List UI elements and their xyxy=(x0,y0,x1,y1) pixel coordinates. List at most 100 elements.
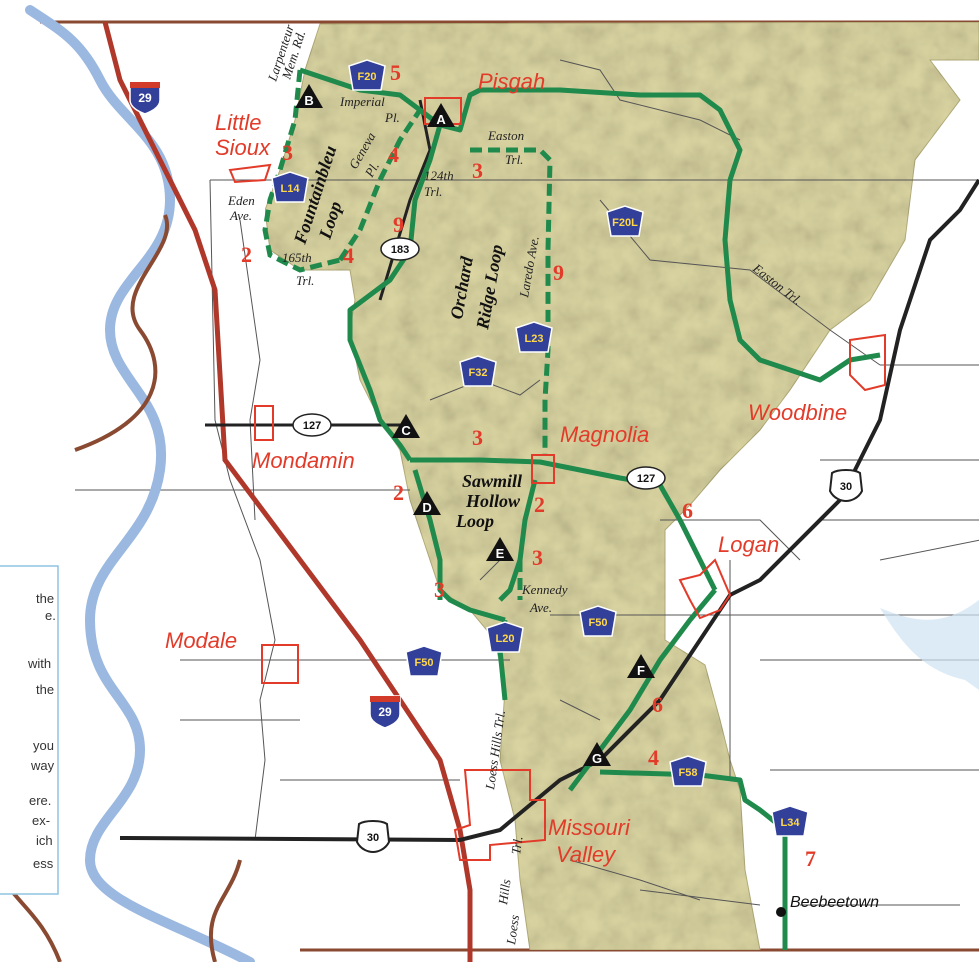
point-e-marker[interactable]: E xyxy=(486,537,514,561)
svg-text:A: A xyxy=(436,112,446,127)
legend-text: ich xyxy=(36,833,53,848)
legend-text: ess xyxy=(33,856,54,871)
segment-distance: 4 xyxy=(648,745,659,770)
town-sioux: Sioux xyxy=(215,135,271,160)
svg-text:L14: L14 xyxy=(281,183,301,195)
svg-text:D: D xyxy=(422,500,431,515)
road-loess-bottom: Loess xyxy=(503,914,522,946)
svg-text:183: 183 xyxy=(391,244,409,256)
shield-f50-east: F50 xyxy=(579,605,617,637)
route-127-marker-east: 127 xyxy=(626,466,666,490)
beebeetown-dot xyxy=(776,907,786,917)
legend-text: you xyxy=(33,738,54,753)
svg-text:F32: F32 xyxy=(469,367,488,379)
segment-distance: 3 xyxy=(282,140,293,165)
town-logan: Logan xyxy=(718,532,779,557)
road-eden-ave: Ave. xyxy=(229,208,252,223)
shield-f58: F58 xyxy=(669,755,707,787)
svg-text:F50: F50 xyxy=(589,617,608,629)
legend-text: with xyxy=(27,656,51,671)
road-loess-hills-lower-1: Hills xyxy=(495,878,514,906)
loop-sawmill-line1: Sawmill xyxy=(462,471,522,491)
point-g-marker[interactable]: G xyxy=(583,742,611,766)
legend-text: the xyxy=(36,591,54,606)
road-geneva-pl: Pl. xyxy=(361,159,382,180)
route-183-marker: 183 xyxy=(380,237,420,261)
scenic-route-dashed xyxy=(262,69,553,600)
svg-text:C: C xyxy=(401,423,411,438)
shield-l20: L20 xyxy=(486,621,524,653)
road-124th-trl: Trl. xyxy=(424,184,442,199)
svg-text:G: G xyxy=(592,751,602,766)
shield-l34: L34 xyxy=(771,805,809,837)
town-valley: Valley xyxy=(556,842,617,867)
town-woodbine: Woodbine xyxy=(748,400,847,425)
point-a-marker[interactable]: A xyxy=(427,103,455,127)
svg-text:L23: L23 xyxy=(525,333,544,345)
legend-text: ex- xyxy=(32,813,50,828)
road-imperial-pl: Pl. xyxy=(384,110,400,125)
shield-f50-west: F50 xyxy=(405,645,443,677)
shield-f32: F32 xyxy=(459,355,497,387)
town-beebeetown: Beebeetown xyxy=(790,894,879,911)
segment-distance: 3 xyxy=(472,425,483,450)
svg-text:L20: L20 xyxy=(496,633,515,645)
segment-distance: 3 xyxy=(434,577,445,602)
point-f-marker[interactable]: F xyxy=(627,654,655,678)
svg-text:127: 127 xyxy=(637,473,655,485)
segment-distance: 5 xyxy=(390,60,401,85)
interstate-29-highway xyxy=(102,21,473,962)
town-missouri: Missouri xyxy=(548,815,631,840)
town-magnolia: Magnolia xyxy=(560,422,649,447)
missouri-river xyxy=(25,5,255,962)
svg-text:F50: F50 xyxy=(415,657,434,669)
svg-text:L34: L34 xyxy=(781,817,801,829)
road-easton-trl: Trl. xyxy=(505,152,523,167)
shield-l14: L14 xyxy=(271,171,309,203)
shield-f20l: F20L xyxy=(606,205,644,237)
secondary-roads xyxy=(75,59,979,906)
legend-box: the e. with the you way ere. ex- ich ess xyxy=(0,565,59,895)
svg-text:E: E xyxy=(496,546,505,561)
town-outlines xyxy=(228,97,886,861)
segment-distance: 3 xyxy=(532,545,543,570)
legend-text: ere. xyxy=(29,793,51,808)
point-d-marker[interactable]: D xyxy=(413,491,441,515)
segment-distance: 9 xyxy=(393,212,404,237)
route-127-marker-west: 127 xyxy=(292,413,332,437)
point-b-marker[interactable]: B xyxy=(295,84,323,108)
legend-text: e. xyxy=(45,608,56,623)
road-165th-trl: Trl. xyxy=(296,273,314,288)
svg-text:B: B xyxy=(304,93,313,108)
road-kennedy-ave: Ave. xyxy=(529,600,552,615)
svg-text:30: 30 xyxy=(840,481,852,493)
segment-distance: 4 xyxy=(343,243,354,268)
town-modale: Modale xyxy=(165,628,237,653)
segment-distance: 2 xyxy=(534,492,545,517)
us-30-shield-west: 30 xyxy=(355,820,391,854)
shield-f20: F20 xyxy=(348,59,386,91)
segment-distance: 6 xyxy=(682,498,693,523)
shield-l23: L23 xyxy=(515,321,553,353)
segment-distance: 7 xyxy=(805,846,816,871)
road-loess-hills-lower-2: Trl. xyxy=(508,835,525,855)
town-little: Little xyxy=(215,110,261,135)
svg-text:30: 30 xyxy=(367,832,379,844)
state-183-road xyxy=(378,99,432,301)
loess-hills-terrain xyxy=(264,21,979,951)
point-c-marker[interactable]: C xyxy=(392,414,420,438)
road-easton: Easton xyxy=(487,128,524,143)
svg-text:F58: F58 xyxy=(679,767,698,779)
segment-distance: 4 xyxy=(388,142,399,167)
interstate-29-shield-north: 29 xyxy=(129,81,161,115)
road-kennedy: Kennedy xyxy=(521,582,568,597)
loop-sawmill-line3: Loop xyxy=(455,511,494,531)
segment-distance: 2 xyxy=(241,242,252,267)
segment-distance: 9 xyxy=(553,260,564,285)
svg-text:127: 127 xyxy=(303,420,321,432)
legend-text: the xyxy=(36,682,54,697)
svg-text:F20L: F20L xyxy=(612,217,638,229)
lake xyxy=(880,600,979,690)
